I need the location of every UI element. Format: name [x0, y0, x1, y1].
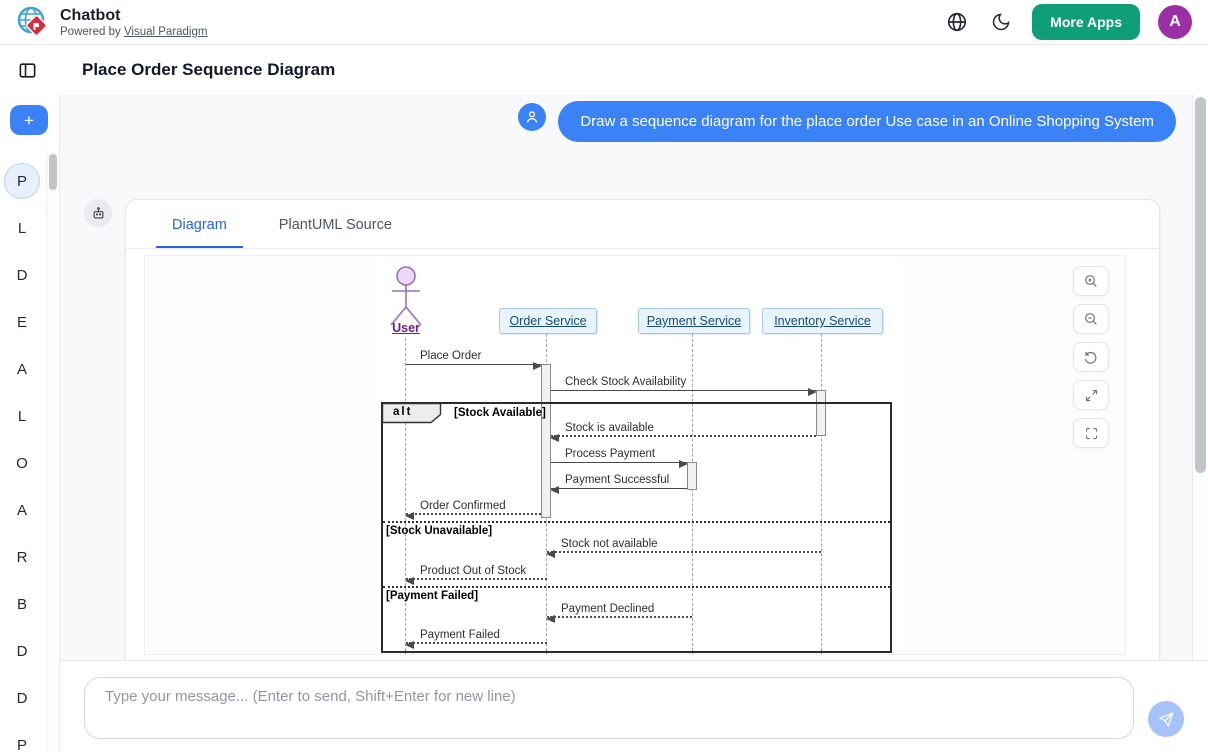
new-chat-button[interactable]: + — [10, 105, 48, 135]
message-order-confirmed: Order Confirmed — [405, 497, 541, 520]
conversation-item[interactable]: D — [16, 642, 28, 660]
user-person-icon — [518, 103, 547, 131]
message-input[interactable] — [84, 677, 1134, 739]
message-payment-declined: Payment Declined — [546, 600, 692, 623]
language-globe-icon[interactable] — [944, 9, 970, 35]
sidebar-scrollbar[interactable] — [46, 150, 59, 752]
brand-block: Chatbot Powered by Visual Paradigm — [60, 6, 207, 37]
message-payment-failed: Payment Failed — [405, 626, 547, 649]
participant-payment-service: Payment Service — [638, 308, 750, 334]
conversation-item[interactable]: A — [16, 501, 27, 519]
tab-plantuml-source[interactable]: PlantUML Source — [278, 217, 392, 233]
conversation-sidebar: + P L D E A L O A R B D D P — [0, 95, 60, 752]
app-title: Chatbot — [60, 7, 121, 25]
card-tabbar: Diagram PlantUML Source — [126, 200, 1159, 249]
conversation-item[interactable]: D — [16, 266, 28, 284]
zoom-in-icon[interactable] — [1073, 266, 1109, 296]
conversation-item[interactable]: R — [16, 548, 28, 566]
page-scrollbar[interactable] — [1192, 95, 1208, 660]
page-title: Place Order Sequence Diagram — [82, 60, 336, 79]
activation-payment-service — [687, 462, 697, 490]
more-apps-button[interactable]: More Apps — [1032, 4, 1140, 40]
alt-fragment-tab — [382, 403, 442, 424]
alt-fragment: alt [Stock Available] [Stock Unavailable… — [381, 402, 892, 653]
message-process-payment: Process Payment — [551, 445, 688, 468]
activation-inventory-service — [816, 390, 826, 436]
participant-order-service: Order Service — [499, 308, 597, 334]
expand-icon[interactable] — [1073, 380, 1109, 410]
participant-inventory-service: Inventory Service — [762, 308, 883, 334]
sidebar-toggle-icon[interactable] — [14, 57, 40, 83]
guard-stock-unavailable: [Stock Unavailable] — [386, 525, 493, 537]
app-logo-icon — [17, 6, 47, 36]
actor-stick-figure-icon — [390, 266, 422, 326]
conversation-item[interactable]: O — [16, 454, 28, 472]
message-check-stock-availability: Check Stock Availability — [551, 373, 817, 396]
lifeline-inventory-service — [821, 334, 822, 654]
alt-operator: alt — [393, 406, 413, 418]
actor-label: User — [392, 321, 420, 335]
viewer-controls — [1073, 266, 1109, 448]
user-message-bubble: Draw a sequence diagram for the place or… — [558, 101, 1176, 142]
user-account-avatar[interactable]: A — [1158, 5, 1192, 39]
page-scrollbar-thumb[interactable] — [1195, 97, 1206, 473]
fragment-divider — [383, 521, 890, 523]
conversation-item[interactable]: L — [17, 407, 27, 425]
visual-paradigm-link[interactable]: Visual Paradigm — [123, 25, 208, 38]
conversation-item[interactable]: P — [4, 163, 40, 199]
page-title-row: Place Order Sequence Diagram — [0, 45, 1208, 95]
fullscreen-icon[interactable] — [1073, 418, 1109, 448]
lifeline-payment-service — [692, 334, 693, 654]
diagram-viewer[interactable]: User Order Service Payment Service Inven… — [144, 255, 1126, 655]
diagram-card: Diagram PlantUML Source — [125, 199, 1160, 660]
dark-mode-moon-icon[interactable] — [988, 9, 1014, 35]
conversation-item[interactable]: A — [16, 360, 27, 378]
conversation-item[interactable]: B — [16, 595, 27, 613]
guard-stock-available: [Stock Available] — [454, 407, 546, 419]
conversation-item[interactable]: D — [16, 689, 28, 707]
powered-by: Powered by Visual Paradigm — [60, 25, 208, 38]
guard-payment-failed: [Payment Failed] — [386, 590, 479, 602]
chat-area: Draw a sequence diagram for the place or… — [60, 95, 1208, 660]
sequence-diagram: User Order Service Payment Service Inven… — [372, 260, 902, 654]
send-button[interactable] — [1148, 701, 1184, 737]
fragment-divider — [383, 586, 890, 588]
message-stock-is-available: Stock is available — [550, 419, 816, 442]
top-header: Chatbot Powered by Visual Paradigm More … — [0, 0, 1208, 45]
bot-message-row: Diagram PlantUML Source — [60, 199, 1192, 660]
tab-diagram[interactable]: Diagram — [156, 217, 243, 248]
conversation-list: P L D E A L O A R B D D P — [4, 163, 40, 752]
send-paper-plane-icon — [1158, 711, 1174, 727]
message-payment-successful: Payment Successful — [550, 471, 687, 494]
conversation-item[interactable]: L — [17, 219, 27, 237]
user-message-row: Draw a sequence diagram for the place or… — [60, 101, 1176, 142]
reset-view-icon[interactable] — [1073, 342, 1109, 372]
bot-robot-icon — [84, 199, 112, 227]
message-product-out-of-stock: Product Out of Stock — [405, 562, 547, 585]
conversation-item[interactable]: P — [16, 736, 27, 752]
lifeline-user — [405, 338, 406, 654]
message-stock-not-available: Stock not available — [546, 535, 821, 558]
message-composer — [60, 660, 1208, 752]
conversation-item[interactable]: E — [16, 313, 27, 331]
zoom-out-icon[interactable] — [1073, 304, 1109, 334]
sidebar-scrollbar-thumb[interactable] — [49, 154, 57, 190]
message-place-order: Place Order — [406, 347, 542, 370]
